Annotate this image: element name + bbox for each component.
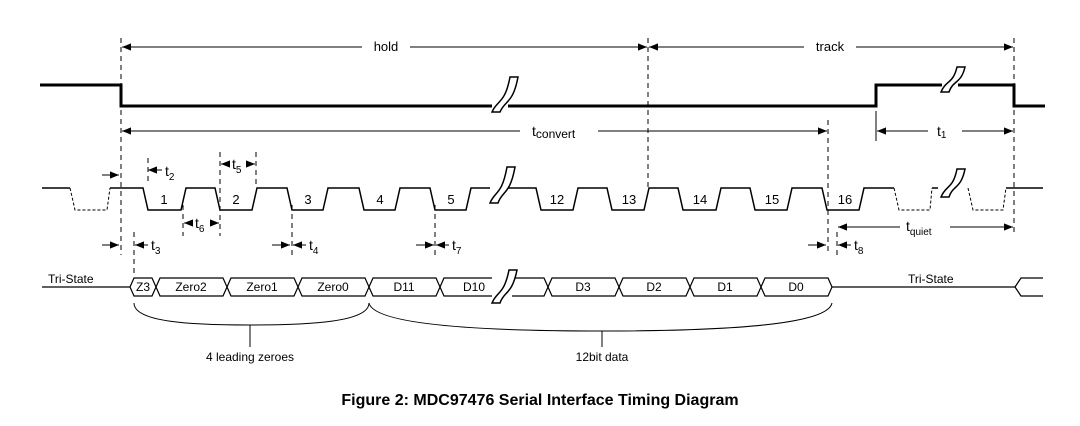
data-cell-label: Zero1: [246, 280, 278, 294]
leading-zeroes-label: 4 leading zeroes: [206, 350, 294, 364]
figure-caption: Figure 2: MDC97476 Serial Interface Timi…: [341, 392, 739, 409]
clock-label: 5: [447, 192, 454, 207]
data-cell-label: D2: [646, 280, 662, 294]
data-cell-label: D1: [717, 280, 733, 294]
data-cell-label: Zero2: [175, 280, 207, 294]
sclk-dashed-pulses: [69, 187, 1007, 211]
clock-label: 14: [693, 192, 707, 207]
tconvert-label: tconvert: [532, 123, 576, 141]
t2-label: t2: [165, 163, 175, 183]
t4-label: t4: [309, 237, 319, 257]
t5-label: t5: [232, 156, 242, 176]
leading-zeroes-brace: [133, 302, 370, 326]
clock-label: 15: [765, 192, 779, 207]
cs-waveform: [40, 83, 1045, 108]
data-cell-label: D3: [575, 280, 591, 294]
clock-label: 16: [838, 192, 852, 207]
reference-lines: [120, 38, 1015, 275]
tquiet-label: tquiet: [906, 218, 932, 238]
t1-arrow: [875, 111, 1013, 141]
track-label: track: [816, 39, 845, 54]
break-symbol-data: [490, 269, 518, 304]
clock-label: 13: [622, 192, 636, 207]
t3-label: t3: [151, 237, 161, 257]
dout-bus: [42, 277, 1043, 297]
timing-arrows: [102, 160, 1013, 249]
data-cell-label: D10: [463, 280, 485, 294]
break-symbol-cs: [490, 76, 519, 113]
break-symbol-sclk: [488, 166, 516, 204]
clock-labels: 1 2 3 4 5 12 13 14 15 16: [160, 192, 852, 207]
t6-label: t6: [195, 215, 205, 235]
tri-state-left-label: Tri-State: [48, 272, 94, 286]
data-group-label: 12bit data: [576, 350, 629, 364]
tri-state-right-label: Tri-State: [908, 272, 954, 286]
data-cell-label: Z3: [136, 280, 150, 294]
hold-label: hold: [374, 39, 399, 54]
sclk-waveform: [42, 187, 1043, 211]
data-brace: [368, 302, 833, 332]
t8-label: t8: [854, 237, 864, 257]
t7-label: t7: [452, 237, 462, 257]
t1-label: t1: [937, 123, 947, 141]
timing-diagram: hold track tconvert t1: [40, 38, 1045, 364]
clock-label: 4: [376, 192, 383, 207]
data-cell-label: D11: [393, 280, 414, 294]
data-cell-label: Zero0: [317, 280, 349, 294]
clock-label: 2: [232, 192, 239, 207]
break-symbol-sclk-track: [939, 168, 966, 198]
clock-label: 3: [304, 192, 311, 207]
group-braces: [133, 302, 833, 347]
break-symbol-cs-track: [939, 66, 966, 93]
data-cell-label: D0: [788, 280, 804, 294]
clock-label: 12: [550, 192, 564, 207]
data-labels: Z3 Zero2 Zero1 Zero0 D11 D10 D3 D2 D1 D0: [136, 280, 804, 294]
clock-label: 1: [160, 192, 167, 207]
